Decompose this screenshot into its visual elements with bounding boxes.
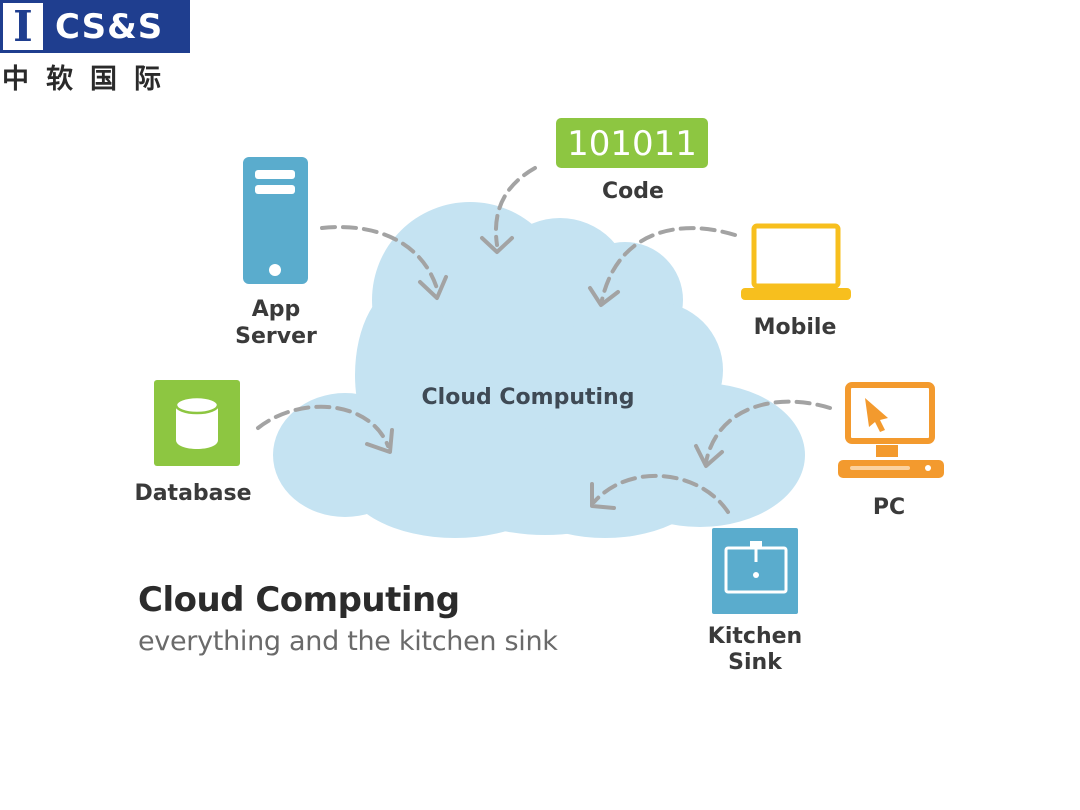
pc-icon xyxy=(838,382,944,478)
pc-label: PC xyxy=(873,495,905,520)
arrow-kitchen-sink xyxy=(590,473,730,514)
company-logo: I CS&S xyxy=(0,0,190,53)
diagram-subtitle: everything and the kitchen sink xyxy=(138,626,558,657)
code-node: 101011 Code xyxy=(556,118,708,204)
server-icon xyxy=(243,157,308,284)
code-label: Code xyxy=(602,179,664,204)
diagram-title: Cloud Computing xyxy=(138,580,460,620)
database-node: Database xyxy=(134,380,252,506)
database-icon xyxy=(154,380,240,466)
kitchen-sink-label-line2: Sink xyxy=(728,650,783,675)
arrow-mobile xyxy=(588,226,737,307)
logo-chinese-name: 中软国际 xyxy=(2,64,178,95)
arrow-database xyxy=(256,404,394,454)
mobile-node: Mobile xyxy=(741,223,851,340)
logo-name: CS&S xyxy=(55,6,164,47)
cloud-shape xyxy=(273,202,805,538)
logo-mark: I xyxy=(3,2,43,51)
kitchen-sink-node: Kitchen Sink xyxy=(708,528,802,675)
sink-icon xyxy=(712,528,798,614)
arrow-pc xyxy=(694,399,832,468)
kitchen-sink-label-line1: Kitchen xyxy=(708,624,802,649)
mobile-label: Mobile xyxy=(754,315,837,340)
arrow-app-server xyxy=(320,225,448,300)
code-badge xyxy=(556,118,708,168)
code-badge-text: 101011 xyxy=(567,124,697,164)
app-server-label-line1: App xyxy=(252,297,301,322)
database-label: Database xyxy=(134,481,251,506)
laptop-icon xyxy=(741,223,851,300)
cloud-label: Cloud Computing xyxy=(422,385,635,410)
pc-node: PC xyxy=(838,382,944,520)
app-server-label-line2: Server xyxy=(235,324,317,349)
arrow-code xyxy=(480,166,537,254)
app-server-node: App Server xyxy=(235,157,317,349)
